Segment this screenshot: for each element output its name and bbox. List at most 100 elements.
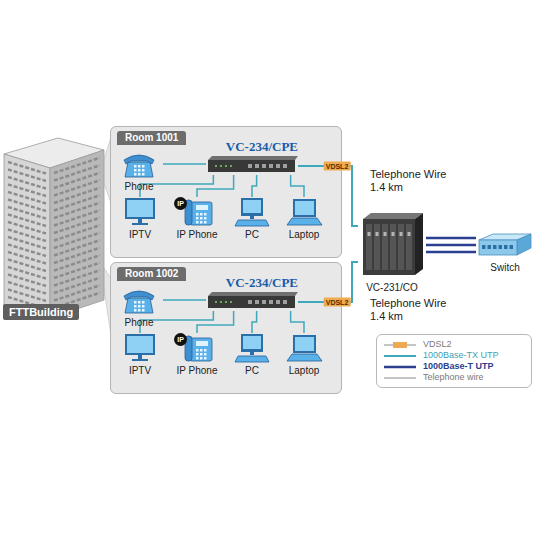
phone-illustration <box>119 285 159 315</box>
co-slot <box>382 224 388 270</box>
legend-sample <box>383 340 417 350</box>
ip-phone-screen <box>196 341 208 346</box>
room-title: Room 1001 <box>117 131 186 145</box>
vdsl2-link <box>298 166 358 226</box>
ethernet-link <box>140 175 213 197</box>
co-front <box>363 219 415 275</box>
phone-key <box>138 301 141 304</box>
cpe-drawing <box>208 292 298 308</box>
cpe-port <box>248 164 252 168</box>
co-port <box>392 232 395 236</box>
cpe-device: VC-234/CPE <box>206 139 298 175</box>
phone-drawing <box>124 291 154 313</box>
ip-phone-key <box>204 357 207 360</box>
edge-tag: VDSL2 <box>324 162 351 171</box>
ip-phone-key <box>204 221 207 224</box>
gigabit-link <box>426 251 476 254</box>
cpe-port <box>283 300 287 304</box>
ip-phone-key <box>196 217 199 220</box>
ipphone-drawing <box>185 200 212 225</box>
ip-phone-screen <box>196 205 208 210</box>
cpe-led <box>215 301 217 303</box>
node-label: Laptop <box>289 365 320 377</box>
phone-key <box>134 169 137 172</box>
cpe-port <box>262 164 266 168</box>
window-row <box>54 218 100 233</box>
phone-key <box>134 165 137 168</box>
node-label: IPTV <box>129 365 151 377</box>
wire-length-label: Telephone Wire 1.4 km <box>370 297 462 323</box>
ip-phone-key <box>196 349 199 352</box>
cpe-front <box>208 160 295 172</box>
ethernet-link <box>140 311 213 333</box>
legend-line <box>384 365 416 368</box>
pc-icon: PC <box>229 197 275 247</box>
node-label: VC-234/CPE <box>226 275 298 291</box>
cpe-port <box>269 300 273 304</box>
cpe-led <box>230 301 232 303</box>
ethernet-link <box>291 175 304 197</box>
phone-key <box>138 165 141 168</box>
pc-stand <box>250 216 254 219</box>
ipphone-drawing <box>185 336 212 361</box>
switch-illustration <box>478 232 532 258</box>
ip-phone-key <box>200 221 203 224</box>
window-row <box>54 158 100 173</box>
ip-phone-key <box>200 353 203 356</box>
cpe-illustration <box>206 155 298 173</box>
window-row <box>54 225 100 240</box>
ethernet-link <box>252 175 257 197</box>
node-label: Phone <box>125 317 154 329</box>
phone-handset <box>124 155 154 164</box>
legend-sample <box>383 373 417 383</box>
pc-drawing <box>235 198 269 226</box>
pc-screen <box>243 200 261 213</box>
tv-screen <box>127 200 153 217</box>
tv-frame <box>125 198 155 219</box>
window-row <box>54 233 100 248</box>
legend-row: VDSL2 <box>383 339 525 350</box>
switch-front <box>479 240 517 255</box>
laptop-drawing <box>287 335 322 361</box>
phone-key <box>142 165 145 168</box>
tv-base <box>132 359 148 361</box>
cpe-illustration <box>206 291 298 309</box>
ip-phone-key <box>196 221 199 224</box>
switch-drawing <box>479 234 531 255</box>
phone-key <box>134 309 137 312</box>
cpe-port <box>276 164 280 168</box>
cpe-port <box>283 164 287 168</box>
pc-keyboard <box>235 356 269 362</box>
node-label: PC <box>245 229 259 241</box>
co-illustration <box>361 212 423 276</box>
window-row <box>54 195 100 210</box>
pc-drawing <box>235 334 269 362</box>
building-drawing <box>4 138 104 318</box>
phone-drawing <box>124 155 154 177</box>
co-drawing <box>363 213 423 275</box>
phone-key <box>134 301 137 304</box>
ip-phone-key <box>196 213 199 216</box>
pc-illustration <box>232 197 272 227</box>
co-port <box>400 232 403 236</box>
phone-icon: Phone <box>115 149 163 193</box>
cpe-device: VC-234/CPE <box>206 275 298 311</box>
window-row <box>54 165 100 180</box>
pc-monitor <box>241 334 263 352</box>
cpe-led <box>220 165 222 167</box>
ethernet-link <box>197 311 234 333</box>
ip-phone-key <box>200 213 203 216</box>
phone-key <box>138 309 141 312</box>
switch-port <box>488 245 492 249</box>
node-label: FTTBuilding <box>3 304 79 320</box>
vdsl2-link <box>298 262 358 302</box>
window-row <box>54 285 100 300</box>
ethernet-link <box>291 311 304 333</box>
tv-illustration <box>120 197 160 227</box>
node-label: PC <box>245 365 259 377</box>
legend-box: VDSL21000Base-TX UTP1000Base-T UTPTeleph… <box>376 334 532 388</box>
cpe-led <box>225 301 227 303</box>
phone-key <box>142 173 145 176</box>
legend-text: Telephone wire <box>423 372 484 383</box>
